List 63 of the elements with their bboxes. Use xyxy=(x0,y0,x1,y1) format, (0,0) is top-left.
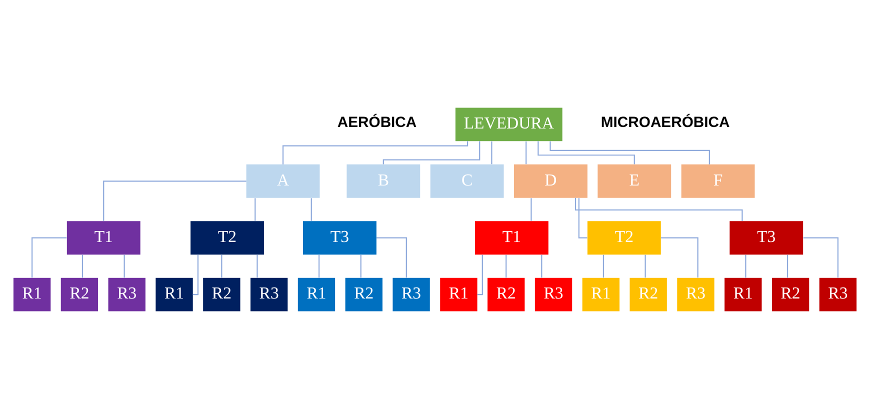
connector xyxy=(578,198,588,238)
connector xyxy=(550,140,710,164)
connector xyxy=(124,254,125,278)
connector xyxy=(644,254,646,278)
node-box: R1 xyxy=(298,277,336,311)
node-box: R2 xyxy=(345,277,382,311)
node-box: A xyxy=(246,164,320,198)
connector xyxy=(786,254,788,278)
connector xyxy=(574,197,743,220)
connector xyxy=(192,254,199,295)
node-box: B xyxy=(346,164,420,198)
connector xyxy=(745,254,746,278)
node-box: R2 xyxy=(60,277,98,311)
node-box: T1 xyxy=(474,220,548,254)
connector xyxy=(360,254,362,278)
connector xyxy=(221,254,222,278)
node-box: R3 xyxy=(392,277,430,311)
node-box: T3 xyxy=(303,220,376,254)
node-box: R3 xyxy=(819,277,857,311)
connector xyxy=(318,254,320,278)
label: AERÓBICA xyxy=(337,114,417,131)
connector xyxy=(103,180,246,220)
node-box: R2 xyxy=(772,277,810,311)
connector xyxy=(256,254,258,278)
connector xyxy=(282,140,468,164)
node-box: R1 xyxy=(13,277,51,311)
node-box: R2 xyxy=(203,277,240,311)
connector xyxy=(530,198,532,220)
node-box: R1 xyxy=(724,277,762,311)
connector xyxy=(254,198,256,220)
node-box: R3 xyxy=(108,277,146,311)
node-box: R1 xyxy=(156,277,193,311)
node-box: D xyxy=(514,164,588,198)
connector xyxy=(82,254,84,278)
connector xyxy=(491,140,492,164)
node-box: R2 xyxy=(488,277,525,311)
label: MICROAERÓBICA xyxy=(600,114,730,131)
node-box: F xyxy=(681,164,755,198)
connector xyxy=(660,236,698,278)
node-box: R3 xyxy=(677,277,714,311)
connector xyxy=(376,236,407,278)
node-box: R3 xyxy=(534,277,572,311)
connector xyxy=(803,236,838,278)
node-box: R2 xyxy=(630,277,667,311)
node-box: LEVEDURA xyxy=(455,107,562,141)
connector xyxy=(526,140,527,164)
node-box: T3 xyxy=(730,220,804,254)
node-box: R1 xyxy=(582,277,620,311)
connector xyxy=(382,140,480,164)
connector xyxy=(32,236,67,278)
connector xyxy=(602,254,604,278)
node-box: C xyxy=(430,164,504,198)
connector xyxy=(506,254,507,278)
node-box: T2 xyxy=(190,220,264,254)
node-box: T1 xyxy=(66,220,140,254)
connector xyxy=(538,140,635,164)
node-box: R3 xyxy=(250,277,288,311)
node-box: R1 xyxy=(440,277,478,311)
connector xyxy=(477,254,483,295)
connector xyxy=(310,198,312,220)
node-box: E xyxy=(598,164,672,198)
connector xyxy=(541,254,542,278)
node-box: T2 xyxy=(587,220,661,254)
